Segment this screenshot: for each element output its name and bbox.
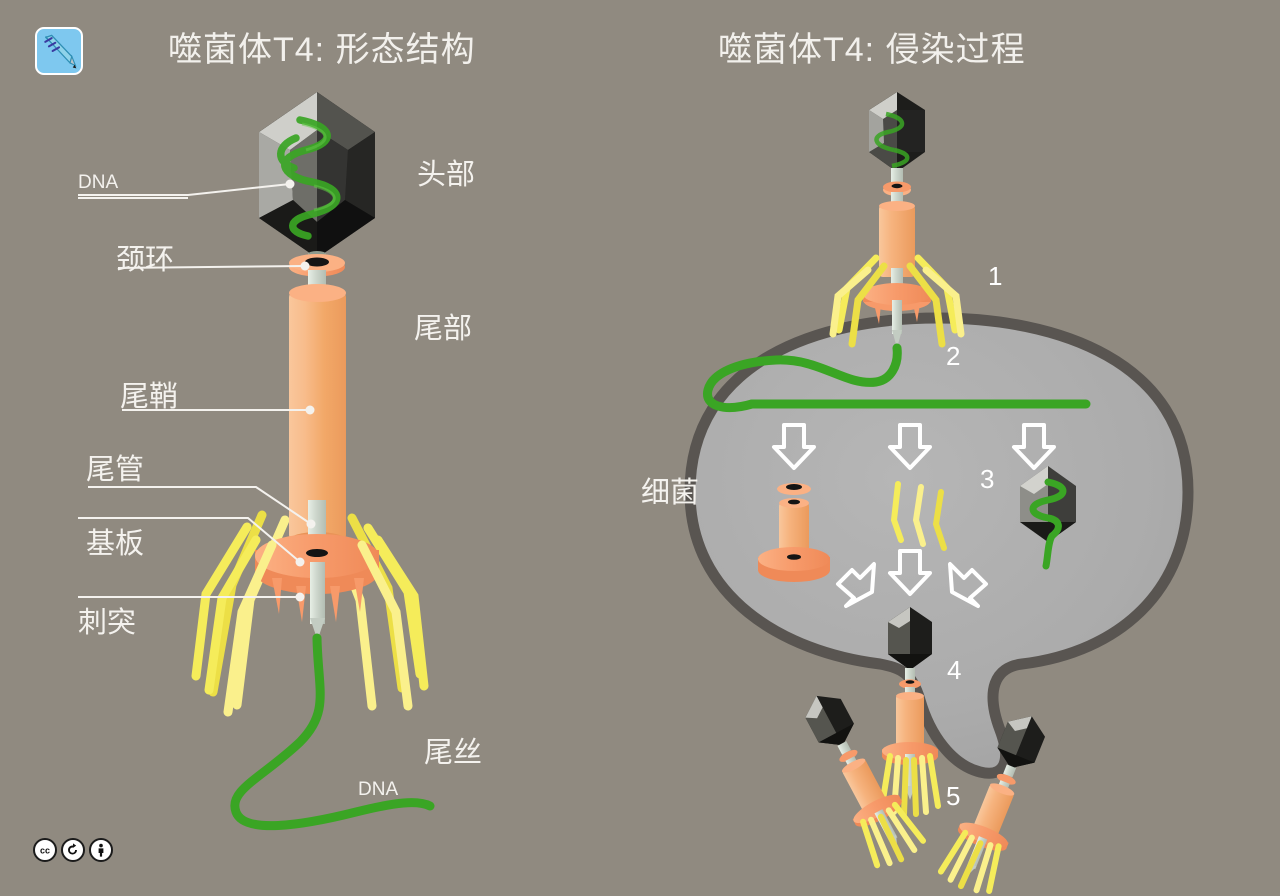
label-sheath: 尾鞘: [120, 381, 179, 413]
label-collar: 颈环: [116, 244, 175, 276]
step-number-3: 3: [980, 464, 995, 494]
bacterium: [684, 312, 1194, 779]
license-badges: cc: [33, 838, 113, 862]
right-panel-title: 噬菌体T4: 侵染过程: [718, 31, 1026, 69]
phage-structure-diagram: [191, 92, 435, 831]
synthesized-fibers: [890, 481, 947, 551]
tail-needle: [310, 562, 325, 640]
label-dna-bottom: DNA: [358, 779, 399, 800]
phage-dna-strand: [230, 633, 435, 831]
phage-head: [259, 92, 375, 258]
attribution-glyph: [98, 843, 104, 857]
label-dna-top: DNA: [78, 172, 119, 193]
injected-dna: [703, 343, 1091, 412]
label-tail: 尾部: [414, 313, 473, 345]
label-bacterium: 细菌: [641, 477, 700, 509]
share-alike-icon: [61, 838, 85, 862]
released-phage-left: [805, 695, 927, 869]
label-spike: 刺突: [78, 607, 137, 639]
released-phage-right: [937, 716, 1046, 895]
step-number-1: 1: [988, 261, 1003, 291]
bacterium-body: [684, 312, 1194, 779]
synthesized-tail-parts: [758, 483, 830, 582]
synthesized-head: [1020, 466, 1076, 570]
label-baseplate: 基板: [86, 528, 145, 560]
cc-glyph: cc: [40, 846, 50, 856]
dna-pencil-icon: [44, 34, 77, 69]
left-panel-title: 噬菌体T4: 形态结构: [168, 31, 476, 69]
step-number-4: 4: [947, 655, 962, 685]
attribution-icon: [89, 838, 113, 862]
step-number-5: 5: [946, 781, 961, 811]
label-head: 头部: [417, 159, 476, 191]
cc-icon: cc: [33, 838, 57, 862]
leader-lines-left: [78, 179, 316, 602]
svg-text:cc: cc: [40, 846, 50, 856]
synthesis-arrows: [772, 423, 1056, 608]
label-tail-fiber: 尾丝: [424, 737, 483, 769]
dna-pencil-logo: [35, 27, 83, 75]
step-number-2: 2: [946, 341, 961, 371]
label-tail-tube: 尾管: [86, 454, 145, 486]
share-alike-glyph: [68, 843, 77, 855]
assembled-phage: [879, 607, 941, 817]
phage-attached: [829, 92, 965, 348]
